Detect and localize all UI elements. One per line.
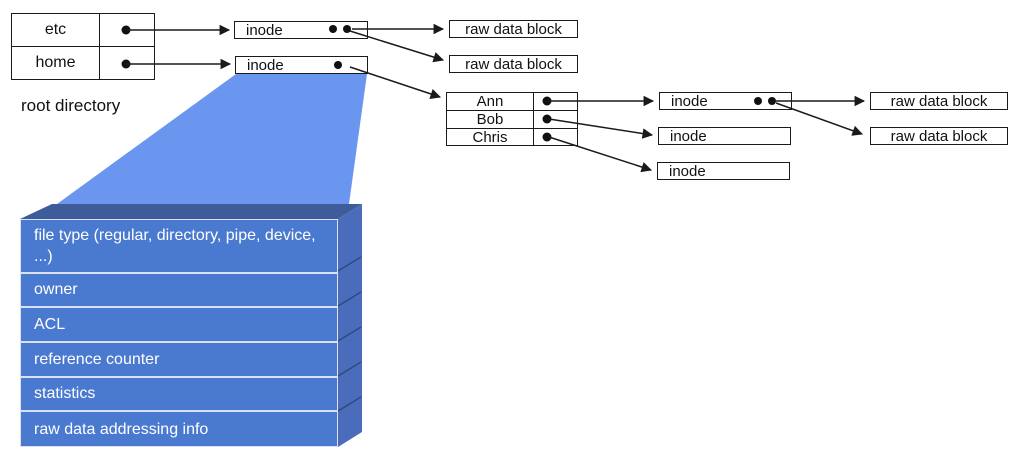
raw-data-block-2: raw data block — [449, 55, 578, 73]
inode-box-chris: inode — [657, 162, 790, 180]
home-pointer-cell-chris — [534, 129, 577, 146]
home-entry-ann: Ann — [447, 93, 534, 111]
block-top-face — [20, 204, 362, 219]
inode-field-statistics: statistics — [21, 375, 337, 411]
inode-box-etc: inode — [234, 21, 368, 39]
inode-field-reference-counter: reference counter — [21, 340, 337, 376]
inode-field-owner: owner — [21, 271, 337, 307]
home-entry-chris: Chris — [447, 129, 534, 146]
root-pointer-cell-etc — [100, 14, 154, 47]
home-entry-bob: Bob — [447, 111, 534, 129]
inode-field-raw-data-addressing: raw data addressing info — [21, 410, 337, 446]
root-directory-label: root directory — [21, 96, 121, 115]
inode-box-ann: inode — [659, 92, 792, 110]
block-side-edges — [337, 256, 362, 412]
inode-detail-block: file type (regular, directory, pipe, dev… — [20, 219, 338, 447]
root-entry-home: home — [12, 46, 100, 79]
inode-box-home: inode — [235, 56, 368, 74]
root-entry-etc: etc — [12, 14, 100, 47]
inode-field-file-type: file type (regular, directory, pipe, dev… — [34, 226, 316, 265]
zoom-funnel — [57, 74, 367, 204]
inode-field-acl: ACL — [21, 306, 337, 341]
raw-data-block-1: raw data block — [449, 20, 578, 38]
inode-box-bob: inode — [658, 127, 791, 145]
home-directory-table: Ann Bob Chris — [446, 92, 578, 146]
raw-data-block-4: raw data block — [870, 127, 1008, 145]
raw-data-block-3: raw data block — [870, 92, 1008, 110]
home-pointer-cell-bob — [534, 111, 577, 129]
block-side-face — [338, 204, 362, 447]
root-directory-table: etc home — [11, 13, 155, 80]
home-pointer-cell-ann — [534, 93, 577, 111]
root-pointer-cell-home — [100, 47, 154, 80]
